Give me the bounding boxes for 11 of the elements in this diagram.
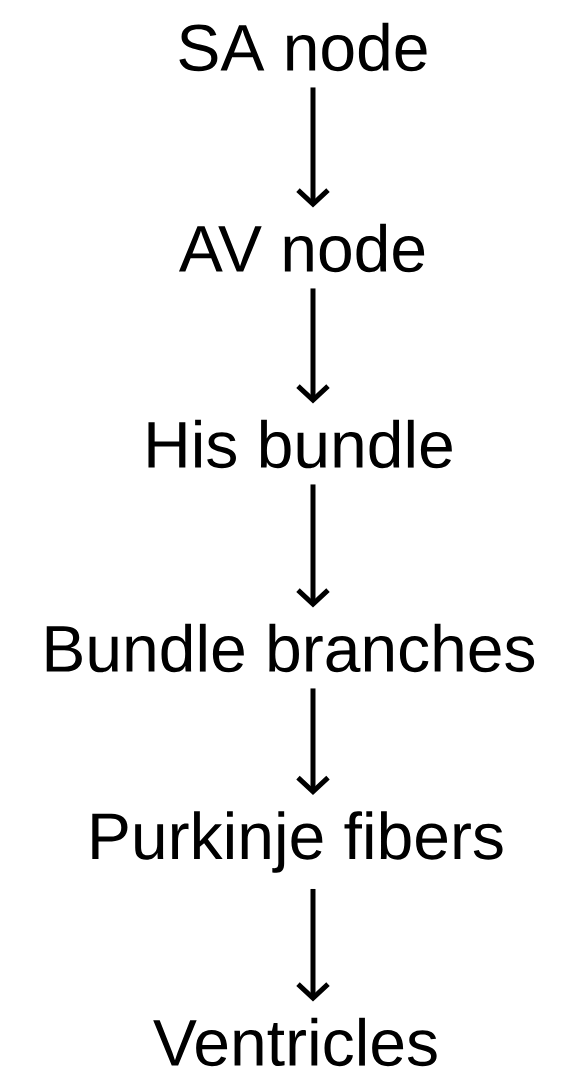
arrow [296,484,330,608]
node-label: His bundle [148,419,452,469]
node-label: Bundle branches [46,623,535,673]
arrow [296,288,330,404]
node-label: SA node [179,22,427,72]
arrow [296,87,330,208]
node-label: Ventricles [153,1017,437,1067]
arrow [296,688,330,796]
node-label: AV node [178,223,425,273]
node-label: Purkinje fibers [92,811,503,873]
arrow [296,888,330,1002]
